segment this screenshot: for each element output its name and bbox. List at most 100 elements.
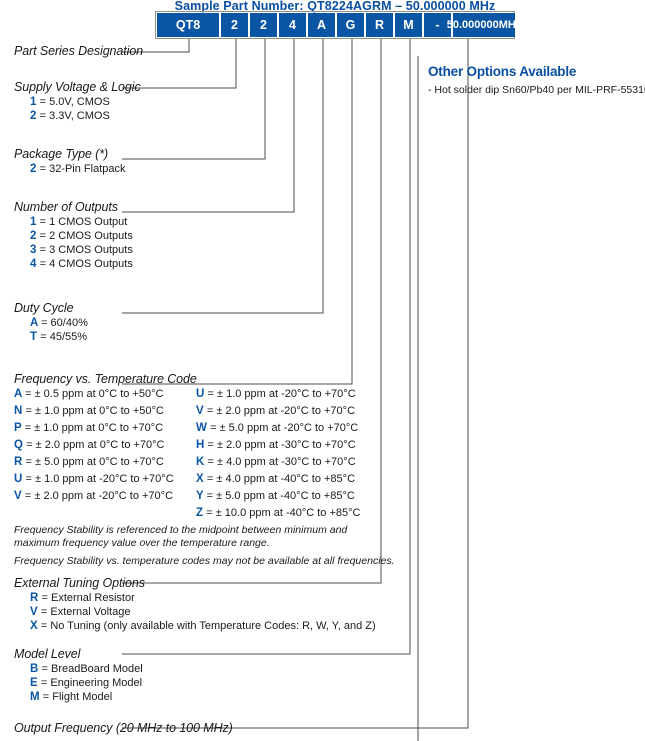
- section-title-part-series: Part Series Designation: [14, 44, 144, 58]
- stability-note-line-3: Frequency Stability vs. temperature code…: [14, 555, 395, 567]
- option-code: 2: [30, 230, 40, 242]
- pn-segment-series: QT8: [157, 13, 221, 37]
- temperature-code-row: H = ± 2.0 ppm at -30°C to +70°C: [196, 437, 361, 454]
- option-description: = 2 CMOS Outputs: [39, 230, 133, 242]
- temperature-code-spec: = ± 4.0 ppm at -30°C to +70°C: [207, 456, 356, 468]
- pn-segment-duty-cycle: A: [308, 13, 337, 37]
- option-row: 2 = 2 CMOS Outputs: [14, 230, 133, 242]
- pn-segment-model-level: M: [395, 13, 424, 37]
- temperature-code-spec: = ± 5.0 ppm at -40°C to +85°C: [206, 490, 355, 502]
- temperature-code-row: K = ± 4.0 ppm at -30°C to +70°C: [196, 454, 361, 471]
- temperature-code-letter: P: [14, 422, 25, 434]
- temperature-code-spec: = ± 5.0 ppm at 0°C to +70°C: [25, 456, 164, 468]
- option-list-duty-cycle: A = 60/40% T = 45/55%: [14, 317, 88, 343]
- section-duty-cycle: Duty Cycle A = 60/40% T = 45/55%: [14, 301, 88, 343]
- option-description: = Engineering Model: [40, 677, 143, 689]
- option-code: 2: [30, 110, 40, 122]
- temperature-code-spec: = ± 2.0 ppm at -30°C to +70°C: [207, 439, 356, 451]
- temperature-code-spec: = ± 2.0 ppm at -20°C to +70°C: [206, 405, 356, 417]
- section-title-model-level: Model Level: [14, 647, 81, 661]
- temperature-code-spec: = ± 2.0 ppm at -20°C to +70°C: [24, 490, 174, 502]
- pn-segment-package-type: 2: [250, 13, 279, 37]
- temperature-code-spec: = ± 0.5 ppm at 0°C to +50°C: [25, 388, 164, 400]
- section-number-of-outputs: Number of Outputs 1 = 1 CMOS Output 2 = 2…: [14, 200, 133, 270]
- temperature-code-spec: = ± 1.0 ppm at 0°C to +70°C: [24, 422, 164, 434]
- option-list-package-type: 2 = 32-Pin Flatpack: [14, 163, 126, 175]
- temperature-code-letter: Y: [196, 490, 207, 502]
- option-code: E: [30, 677, 41, 689]
- other-options-item: - Hot solder dip Sn60/Pb40 per MIL-PRF-5…: [428, 84, 645, 96]
- temperature-code-letter: V: [196, 405, 207, 417]
- temperature-code-letter: A: [14, 388, 26, 400]
- stability-note-line-1: Frequency Stability is referenced to the…: [14, 524, 348, 536]
- option-description: = External Resistor: [41, 592, 135, 604]
- option-description: = No Tuning (only available with Tempera…: [40, 620, 376, 632]
- temperature-code-spec: = ± 1.0 ppm at 0°C to +50°C: [25, 405, 164, 417]
- option-description: = 5.0V, CMOS: [39, 96, 110, 108]
- temperature-code-row: W = ± 5.0 ppm at -20°C to +70°C: [196, 420, 361, 437]
- temperature-code-row: V = ± 2.0 ppm at -20°C to +70°C: [14, 488, 174, 505]
- option-code: M: [30, 691, 43, 703]
- temperature-code-letter: V: [14, 490, 25, 502]
- temperature-code-spec: = ± 4.0 ppm at -40°C to +85°C: [206, 473, 356, 485]
- temperature-code-row: N = ± 1.0 ppm at 0°C to +50°C: [14, 403, 174, 420]
- option-description: = Flight Model: [42, 691, 113, 703]
- temperature-code-spec: = ± 10.0 ppm at -40°C to +85°C: [206, 507, 361, 519]
- pn-segment-number-of-outputs: 4: [279, 13, 308, 37]
- section-temperature-code: Frequency vs. Temperature Code: [14, 372, 197, 386]
- temperature-code-row: V = ± 2.0 ppm at -20°C to +70°C: [196, 403, 361, 420]
- option-row: A = 60/40%: [14, 317, 88, 329]
- temperature-code-row: Z = ± 10.0 ppm at -40°C to +85°C: [196, 505, 361, 522]
- option-row: X = No Tuning (only available with Tempe…: [14, 620, 376, 632]
- option-row: 3 = 3 CMOS Outputs: [14, 244, 133, 256]
- section-package-type: Package Type (*) 2 = 32-Pin Flatpack: [14, 147, 126, 175]
- temperature-code-spec: = ± 1.0 ppm at -20°C to +70°C: [25, 473, 174, 485]
- temperature-code-letter: X: [196, 473, 207, 485]
- pn-segment-output-frequency: 50.000000MHz: [447, 13, 521, 37]
- option-row: R = External Resistor: [14, 592, 376, 604]
- option-row: T = 45/55%: [14, 331, 88, 343]
- section-title-external-tuning: External Tuning Options: [14, 576, 145, 590]
- section-title-temperature-code: Frequency vs. Temperature Code: [14, 372, 197, 386]
- stability-note-line-2: maximum frequency value over the tempera…: [14, 537, 270, 549]
- temperature-code-spec: = ± 5.0 ppm at -20°C to +70°C: [210, 422, 359, 434]
- option-row: 1 = 1 CMOS Output: [14, 216, 133, 228]
- option-code: 2: [30, 163, 40, 175]
- section-title-output-frequency: Output Frequency (20 MHz to 100 MHz): [14, 721, 233, 735]
- temperature-code-letter: W: [196, 422, 211, 434]
- option-description: = 3.3V, CMOS: [39, 110, 110, 122]
- temperature-code-letter: Q: [14, 439, 27, 451]
- section-title-number-of-outputs: Number of Outputs: [14, 200, 118, 214]
- option-row: 4 = 4 CMOS Outputs: [14, 258, 133, 270]
- temperature-code-letter: U: [196, 388, 208, 400]
- option-row: M = Flight Model: [14, 691, 143, 703]
- option-list-number-of-outputs: 1 = 1 CMOS Output 2 = 2 CMOS Outputs 3 = 3…: [14, 216, 133, 270]
- temperature-code-row: A = ± 0.5 ppm at 0°C to +50°C: [14, 386, 174, 403]
- option-code: V: [30, 606, 41, 618]
- option-code: A: [30, 317, 42, 329]
- section-title-supply-voltage: Supply Voltage & Logic: [14, 80, 141, 94]
- pn-segment-external-tuning: R: [366, 13, 395, 37]
- option-row: 2 = 32-Pin Flatpack: [14, 163, 126, 175]
- temperature-code-row: U = ± 1.0 ppm at -20°C to +70°C: [196, 386, 361, 403]
- sample-part-number-title: Sample Part Number: QT8224AGRM – 50.0000…: [174, 0, 496, 13]
- section-title-duty-cycle: Duty Cycle: [14, 301, 74, 315]
- option-description: = 4 CMOS Outputs: [39, 258, 133, 270]
- option-code: 4: [30, 258, 40, 270]
- option-description: = 32-Pin Flatpack: [39, 163, 126, 175]
- temperature-code-row: U = ± 1.0 ppm at -20°C to +70°C: [14, 471, 174, 488]
- section-part-series: Part Series Designation: [14, 44, 143, 58]
- temperature-code-row: P = ± 1.0 ppm at 0°C to +70°C: [14, 420, 174, 437]
- section-output-frequency: Output Frequency (20 MHz to 100 MHz): [14, 721, 233, 735]
- option-code: T: [30, 331, 41, 343]
- section-external-tuning: External Tuning Options R = External Res…: [14, 576, 376, 632]
- option-code: B: [30, 663, 42, 675]
- option-row: B = BreadBoard Model: [14, 663, 143, 675]
